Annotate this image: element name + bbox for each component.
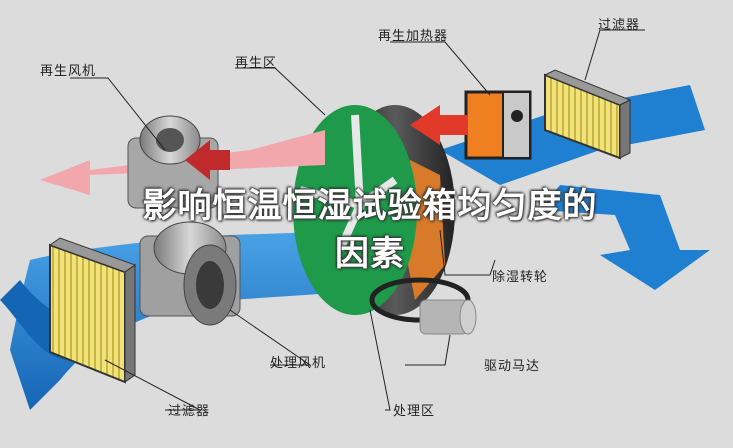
filter-top xyxy=(543,69,632,160)
overlay-title: 影响恒温恒湿试验箱均匀度的 因素 xyxy=(60,182,680,278)
regen-heater-dial xyxy=(511,110,523,122)
label-regen-fan: 再生风机 xyxy=(40,64,97,79)
label-dehumid-wheel: 除湿转轮 xyxy=(492,270,549,285)
regen-hot-air-arrow xyxy=(410,105,468,145)
leader-lines xyxy=(70,29,645,411)
label-process-fan: 处理风机 xyxy=(270,356,327,371)
label-process-zone: 处理区 xyxy=(393,404,436,419)
label-drive-motor: 驱动马达 xyxy=(484,359,541,374)
label-regen-zone: 再生区 xyxy=(235,56,278,71)
wheel-spokes xyxy=(299,114,398,252)
process-fan xyxy=(139,221,241,326)
label-filter-bottom: 过滤器 xyxy=(168,404,211,419)
regen-fan-arrow xyxy=(185,140,230,180)
filter-bottom xyxy=(48,237,137,384)
process-air-return-arrow xyxy=(540,185,710,290)
drive-motor-end xyxy=(459,299,477,335)
regen-heater-side xyxy=(502,91,531,159)
label-regen-heater: 再生加热器 xyxy=(378,29,449,44)
overlay-title-line2: 因素 xyxy=(335,234,405,274)
overlay-title-line1: 影响恒温恒湿试验箱均匀度的 xyxy=(142,186,598,226)
label-filter-top: 过滤器 xyxy=(598,18,641,33)
